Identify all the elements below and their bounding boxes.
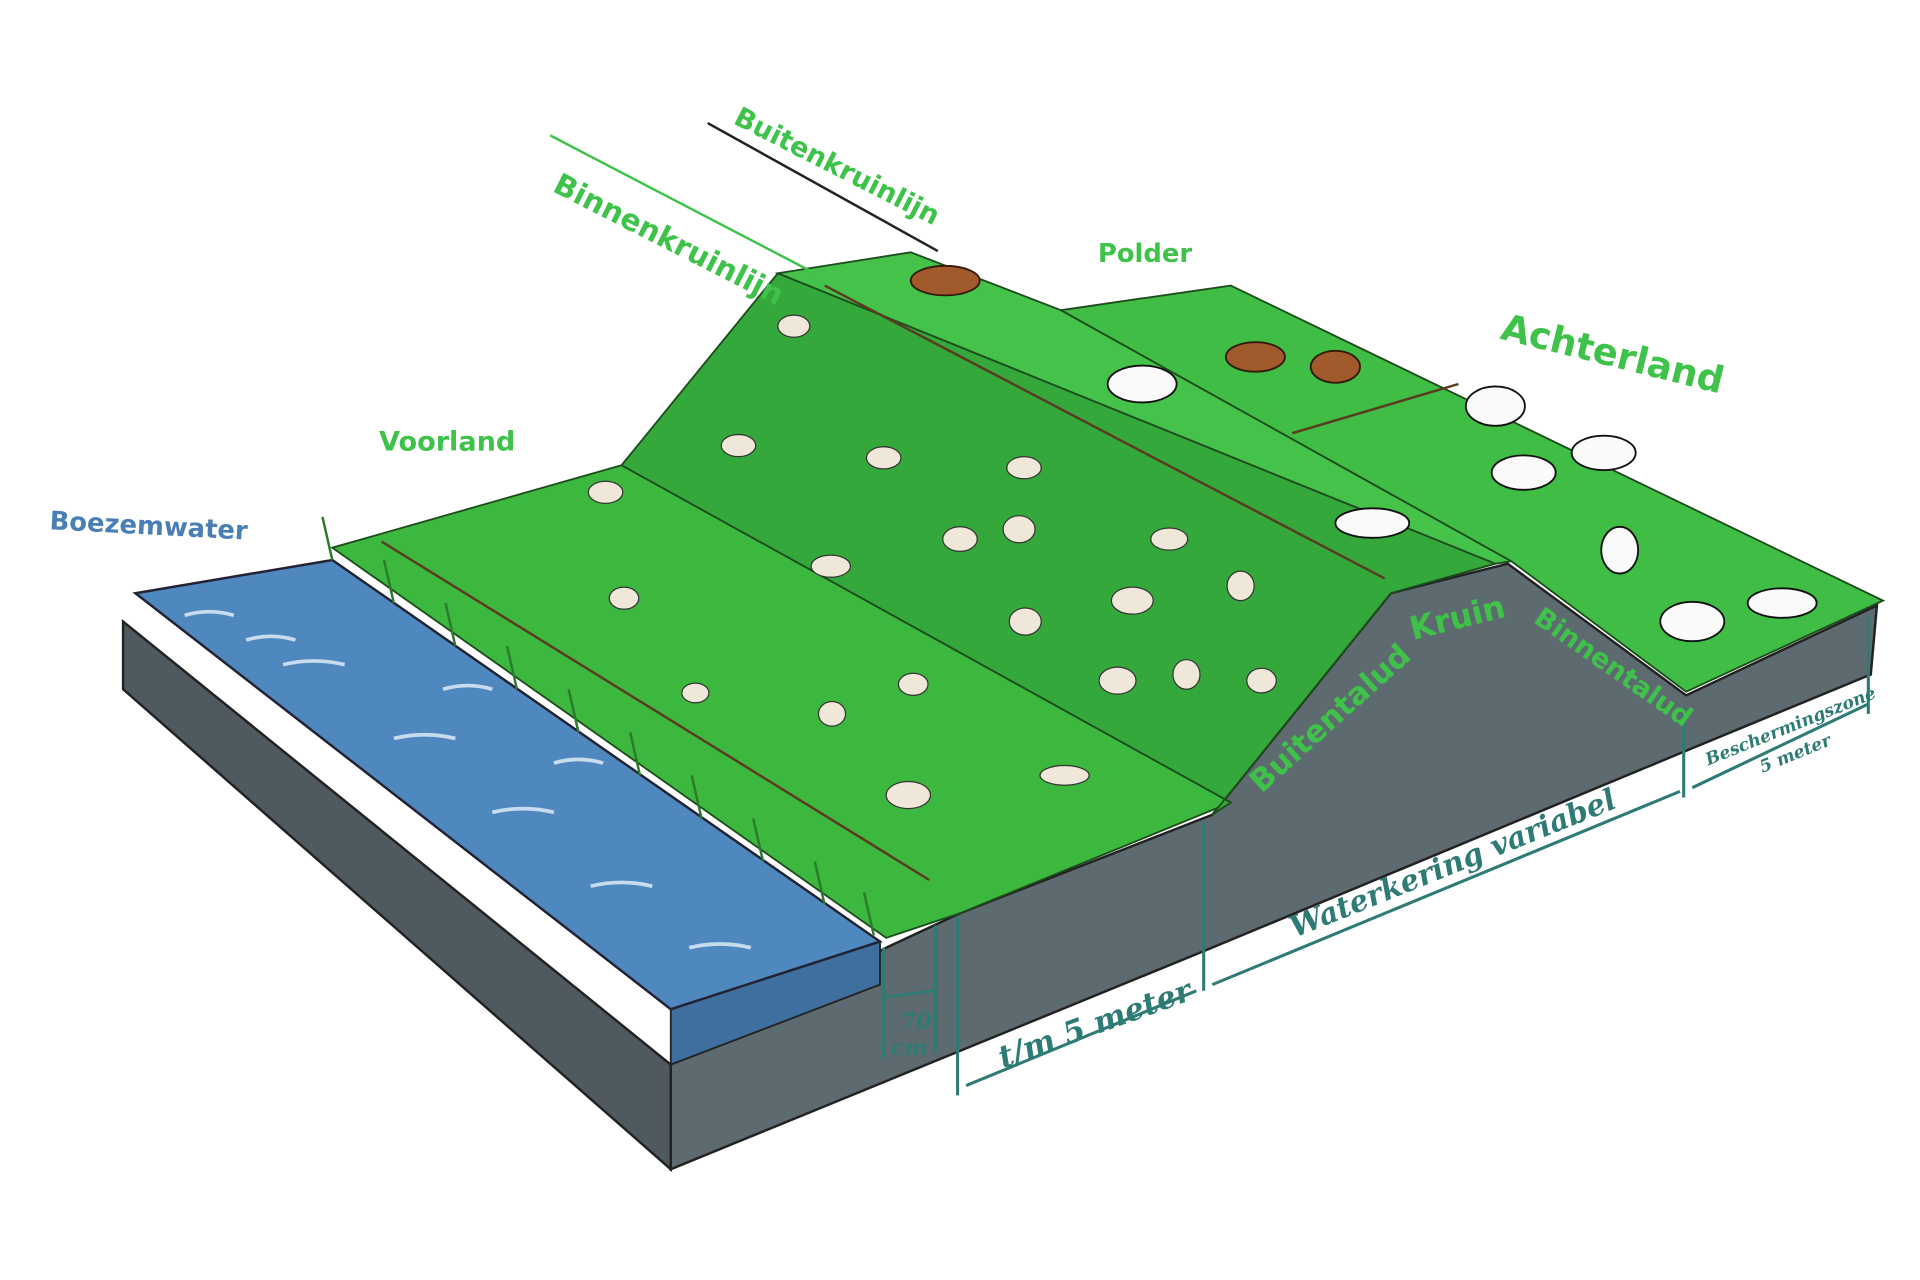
label-polder: Polder xyxy=(1098,239,1193,269)
fence-polder xyxy=(1291,382,1459,435)
dimension-lines xyxy=(882,615,1870,1096)
label-achterland: Achterland xyxy=(1497,305,1728,402)
cows xyxy=(1106,364,1818,643)
buitenkruinlijn-line xyxy=(707,122,939,253)
reed-strip xyxy=(321,516,876,936)
label-voorland: Voorland xyxy=(379,426,515,457)
fence-voorland xyxy=(380,540,930,882)
label-70: 70 xyxy=(901,1009,932,1035)
label-binnenkruinlijn: Binnenkruinlijn xyxy=(548,167,789,312)
fence-crest xyxy=(824,284,1386,580)
achterland-grass xyxy=(1058,284,1886,693)
water-surface xyxy=(132,558,883,1011)
binnenkruinlijn-line xyxy=(549,134,816,275)
label-cm: cm xyxy=(891,1035,928,1061)
label-boezemwater: Boezemwater xyxy=(49,506,249,546)
water-ripples xyxy=(184,609,752,950)
label-buitenkruinlijn: Buitenkruinlijn xyxy=(729,102,944,232)
horses xyxy=(909,264,1361,384)
voorland-grass xyxy=(330,464,1233,939)
sheep-flock xyxy=(587,314,1277,810)
